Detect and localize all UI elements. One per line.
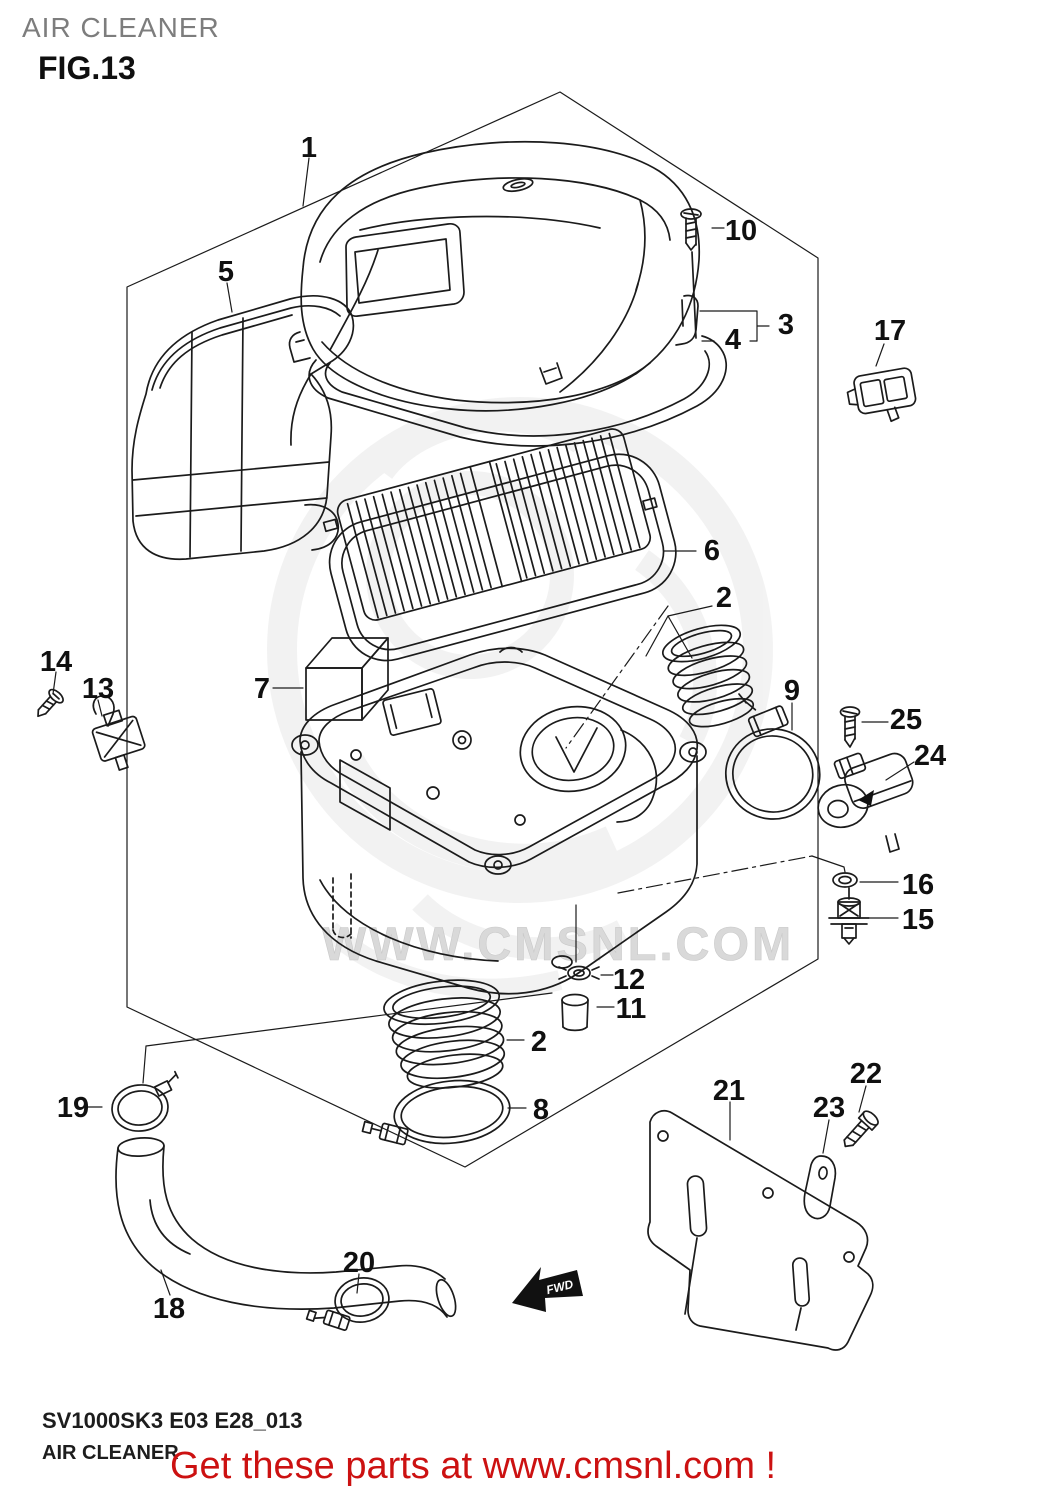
figure-number: FIG.13 — [38, 50, 136, 86]
clamp-8-part — [361, 1079, 511, 1146]
callout-12[interactable]: 12 — [613, 964, 645, 996]
spacer-11-part — [561, 993, 589, 1032]
callout-17[interactable]: 17 — [874, 315, 906, 347]
watermark-text: WWW.CMSNL.COM — [322, 917, 794, 970]
callout-4[interactable]: 4 — [725, 324, 741, 356]
callout-25[interactable]: 25 — [890, 704, 922, 736]
callout-1[interactable]: 1 — [301, 132, 317, 164]
callout-24[interactable]: 24 — [914, 740, 946, 772]
callout-15[interactable]: 15 — [902, 904, 934, 936]
mascot-watermark-logo — [267, 397, 773, 999]
model-code: SV1000SK3 E03 E28_013 — [42, 1408, 303, 1433]
callout-9[interactable]: 9 — [784, 675, 800, 707]
drain-hose-part — [115, 1137, 457, 1318]
callout-14[interactable]: 14 — [40, 646, 72, 678]
map-sensor-24-part — [817, 752, 914, 853]
washer-16-part — [832, 872, 858, 888]
screw-22-part — [843, 1110, 879, 1148]
fwd-arrow-label: FWD — [545, 1277, 575, 1297]
screw-25-part — [839, 706, 861, 748]
diagram-border — [126, 91, 819, 1168]
resonator-box-part — [305, 637, 389, 721]
cover-seal-rings-part — [308, 335, 727, 447]
clamp-20-part — [305, 1277, 390, 1331]
cushion-23-part — [803, 1155, 837, 1220]
case-body-part — [291, 646, 707, 995]
filter-element-part — [322, 428, 677, 662]
callout-numbers: 1 2 2 3 4 5 6 7 8 9 10 11 12 13 14 15 16… — [40, 132, 946, 1325]
callout-19[interactable]: 19 — [57, 1092, 89, 1124]
leader-lines — [52, 157, 915, 1296]
air-cleaner-cover-part — [288, 140, 701, 412]
page-title: AIR CLEANER — [22, 12, 220, 43]
promo-link[interactable]: Get these parts at www.cmsnl.com ! — [170, 1445, 777, 1487]
fwd-arrow: FWD — [512, 1267, 583, 1312]
sensor-17-part — [846, 367, 917, 423]
bracket-21-part — [647, 1110, 874, 1351]
callout-6[interactable]: 6 — [704, 535, 720, 567]
callout-23[interactable]: 23 — [813, 1092, 845, 1124]
callout-7[interactable]: 7 — [254, 673, 270, 705]
callout-18[interactable]: 18 — [153, 1293, 185, 1325]
inlet-tube-part — [662, 624, 755, 728]
callout-2[interactable]: 2 — [716, 582, 732, 614]
intake-duct-part — [131, 295, 355, 561]
callout-8[interactable]: 8 — [533, 1094, 549, 1126]
callout-21[interactable]: 21 — [713, 1075, 745, 1107]
callout-16[interactable]: 16 — [902, 869, 934, 901]
callout-22[interactable]: 22 — [850, 1058, 882, 1090]
clamp-19-part — [111, 1070, 179, 1132]
callout-5[interactable]: 5 — [218, 256, 234, 288]
callout-11[interactable]: 11 — [616, 993, 647, 1025]
drain-plug-15-part — [828, 887, 870, 945]
callout-3[interactable]: 3 — [778, 309, 794, 341]
figure-title-bottom: AIR CLEANER — [42, 1442, 179, 1464]
screw-10-part — [680, 208, 702, 339]
screw-14-part — [37, 688, 64, 718]
callout-20[interactable]: 20 — [343, 1247, 375, 1279]
callout-10[interactable]: 10 — [725, 215, 757, 247]
callout-2b[interactable]: 2 — [531, 1026, 547, 1058]
callout-13[interactable]: 13 — [82, 673, 114, 705]
grommet-12-part — [558, 965, 600, 981]
clamp-9-part — [724, 693, 821, 820]
sensor-13-part — [91, 695, 146, 771]
assembly-axis-lines — [565, 605, 813, 894]
